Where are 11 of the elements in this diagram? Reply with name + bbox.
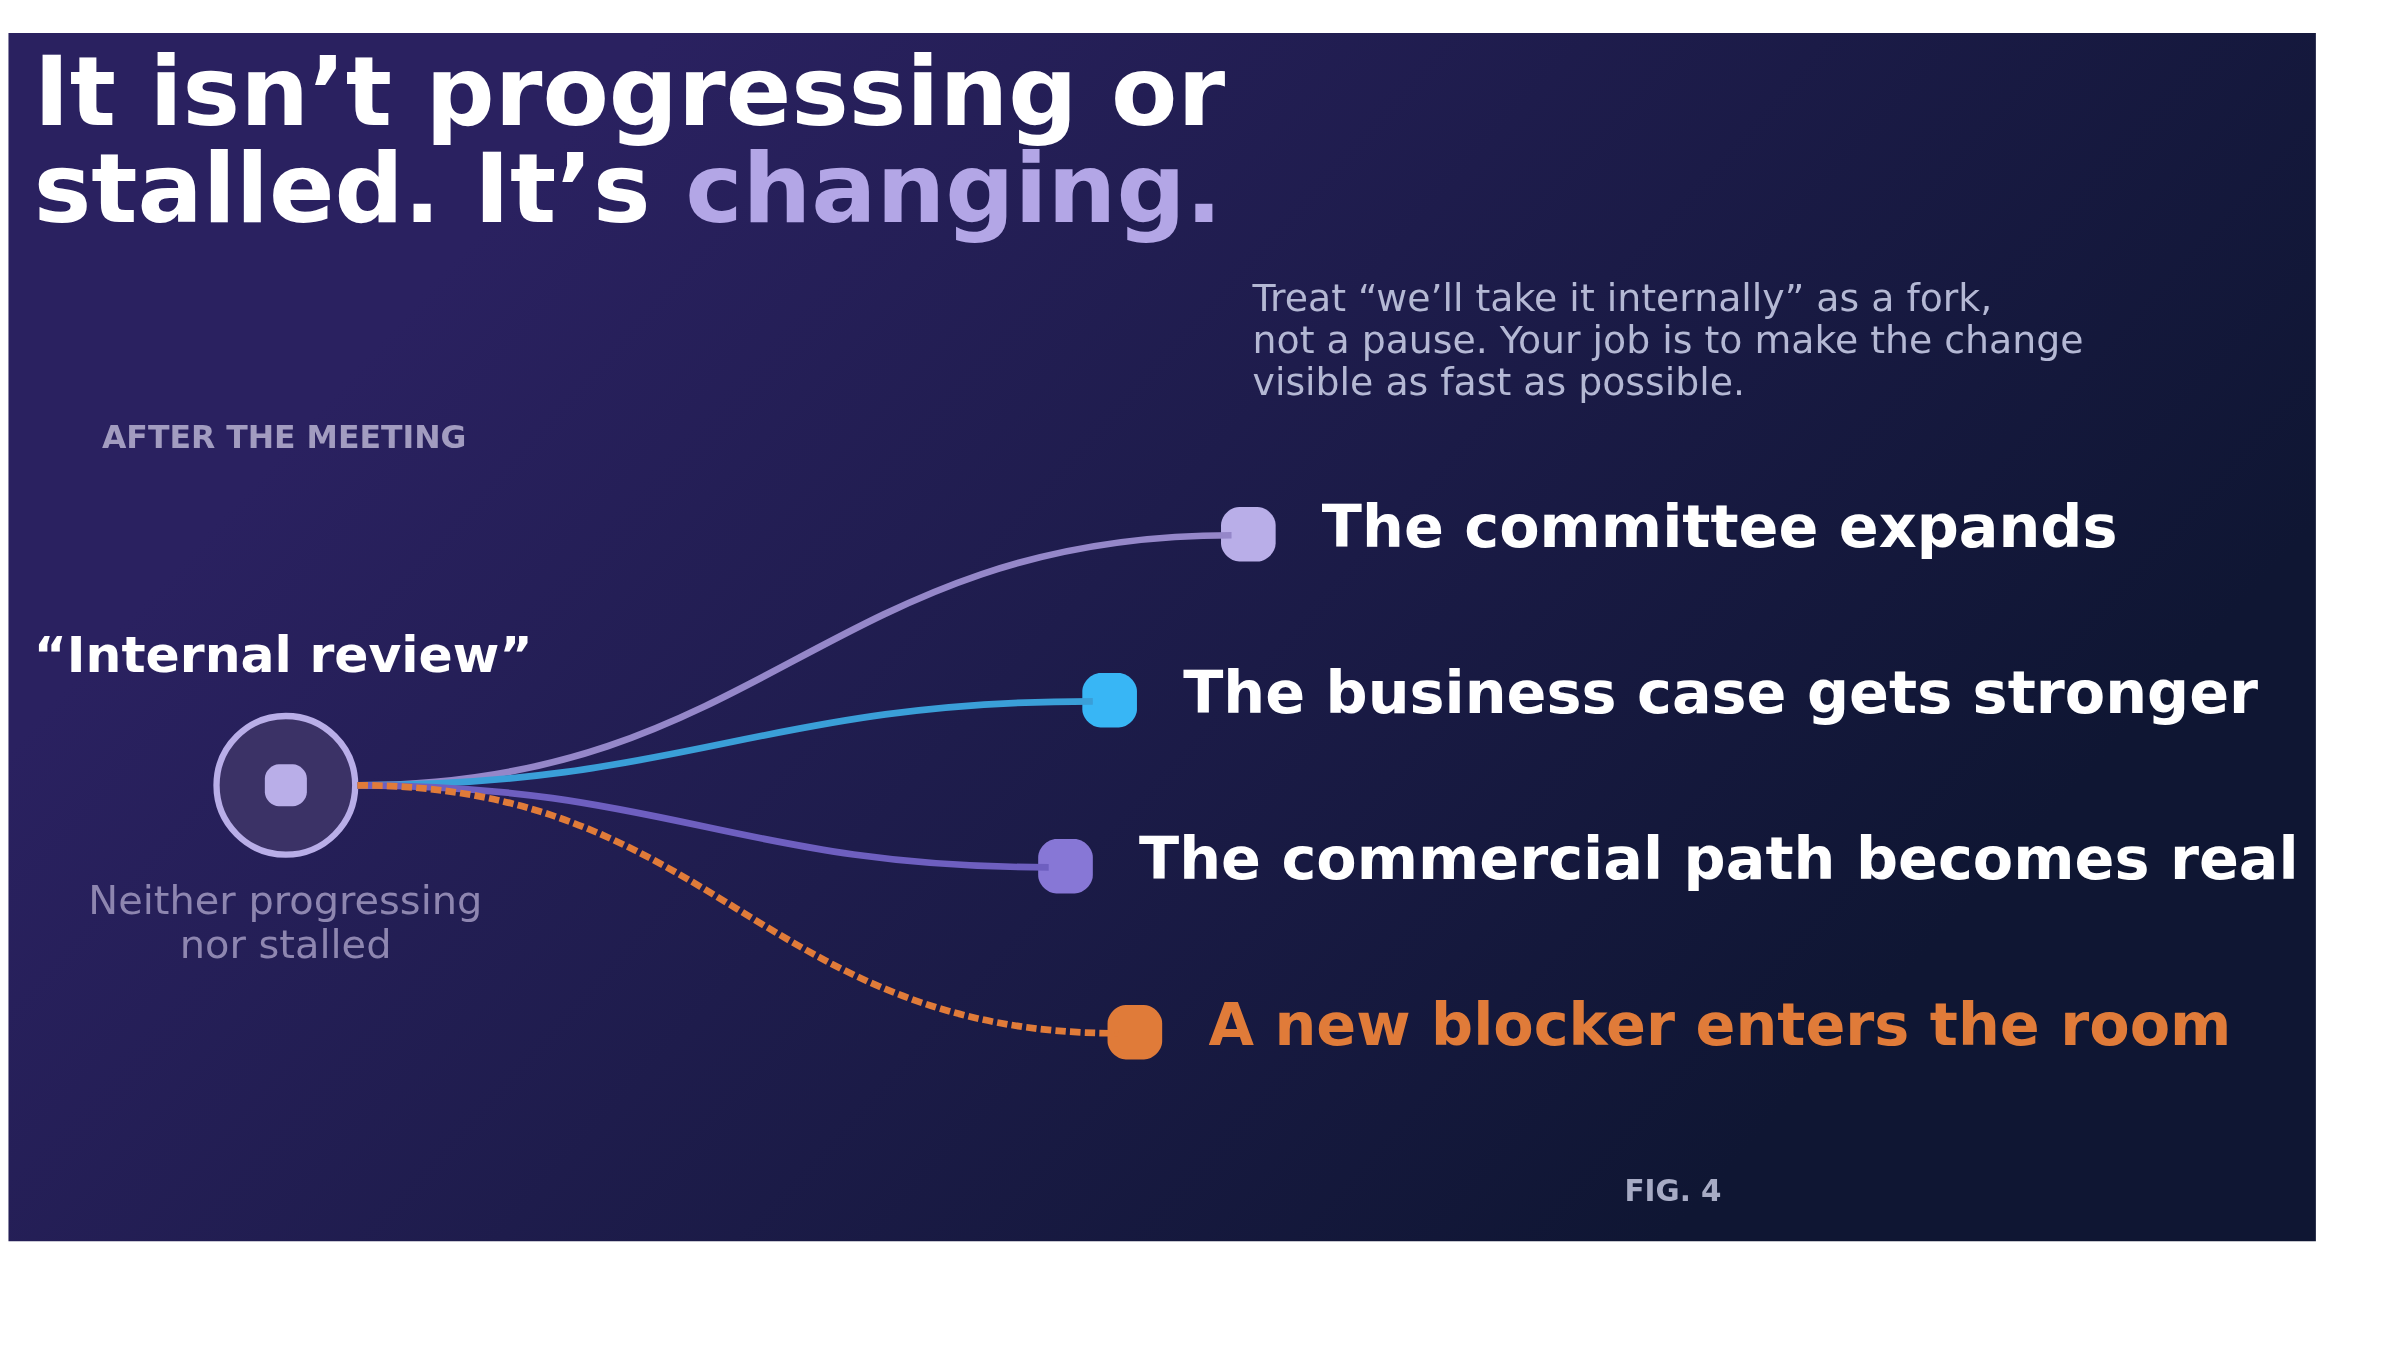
label: Treat “we’ll take it internally” as a fork, not a pause. Your job is to make the change visible as fast as possible. xyxy=(1252,276,2084,405)
node-label: The business case gets stronger xyxy=(1183,657,2259,727)
node-label: The committee expands xyxy=(1321,491,2118,561)
node-label: Neither progressing nor stalled xyxy=(88,876,483,968)
label: AFTER THE MEETING xyxy=(101,419,467,456)
diagram-title: It isn’t progressing or stalled. It’s changing. xyxy=(33,35,1226,245)
node-label: “Internal review” xyxy=(33,625,533,685)
label: FIG. 4 xyxy=(1624,1173,1722,1208)
node-label: A new blocker enters the room xyxy=(1208,989,2232,1059)
node-circle xyxy=(213,712,359,858)
node-label: The commercial path becomes real xyxy=(1139,823,2299,893)
